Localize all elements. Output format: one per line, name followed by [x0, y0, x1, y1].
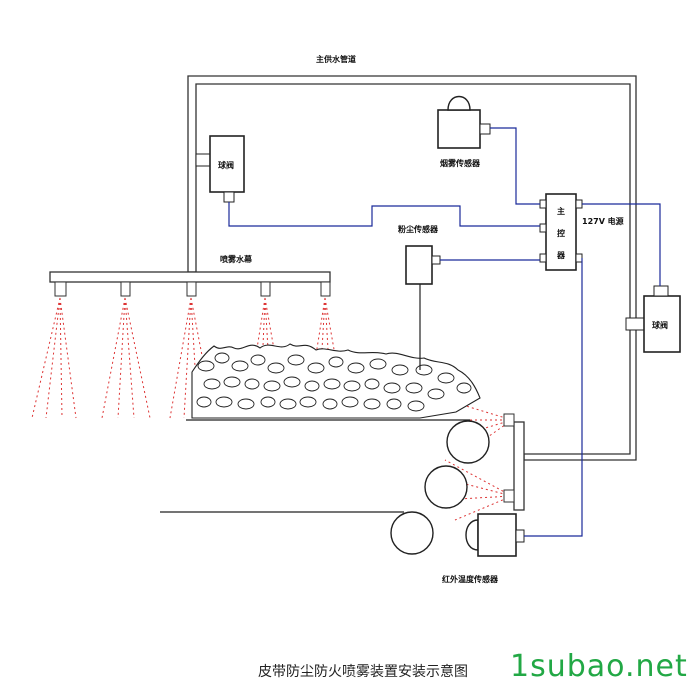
nozzle-branch-pipe: [513, 421, 525, 511]
label-valve-right: 球阀: [652, 320, 668, 330]
conveyor-belt: [160, 419, 490, 555]
signal-wires: [228, 127, 661, 537]
label-main-pipe: 主供水管道: [316, 54, 356, 64]
smoke-sensor: [437, 95, 491, 149]
nozzle: [120, 281, 131, 297]
label-smoke-sensor: 烟雾传感器: [440, 158, 481, 168]
ir-temperature-sensor: [465, 513, 525, 557]
label-dust-sensor: 粉尘传感器: [398, 224, 439, 234]
spray-nozzles: [54, 281, 331, 297]
label-valve-top: 球阀: [218, 160, 234, 170]
valve-top: [195, 135, 245, 203]
label-ir-sensor: 红外温度传感器: [442, 574, 499, 584]
belt-roller: [446, 420, 490, 464]
dust-sensor: [405, 245, 441, 285]
nozzle: [54, 281, 67, 297]
label-main-controller-1: 主: [557, 206, 565, 216]
label-spray-pipe: 喷雾水幕: [220, 254, 253, 264]
nozzle: [186, 281, 197, 297]
label-main-controller-3: 器: [556, 251, 566, 260]
nozzle: [260, 281, 271, 297]
label-main-controller-2: 控: [557, 228, 565, 238]
belt-roller: [424, 465, 468, 509]
watermark: 1subao.net: [510, 649, 688, 684]
valve-right: [625, 285, 681, 353]
nozzle: [320, 281, 331, 297]
spray-header-pipe: [49, 271, 331, 283]
label-power: 127V 电源: [582, 216, 624, 226]
diagram-caption: 皮带防尘防火喷雾装置安装示意图: [258, 663, 468, 680]
coal-pile: [191, 343, 481, 419]
main-controller: [539, 193, 583, 271]
side-nozzles: [503, 413, 515, 503]
belt-roller: [390, 511, 434, 555]
